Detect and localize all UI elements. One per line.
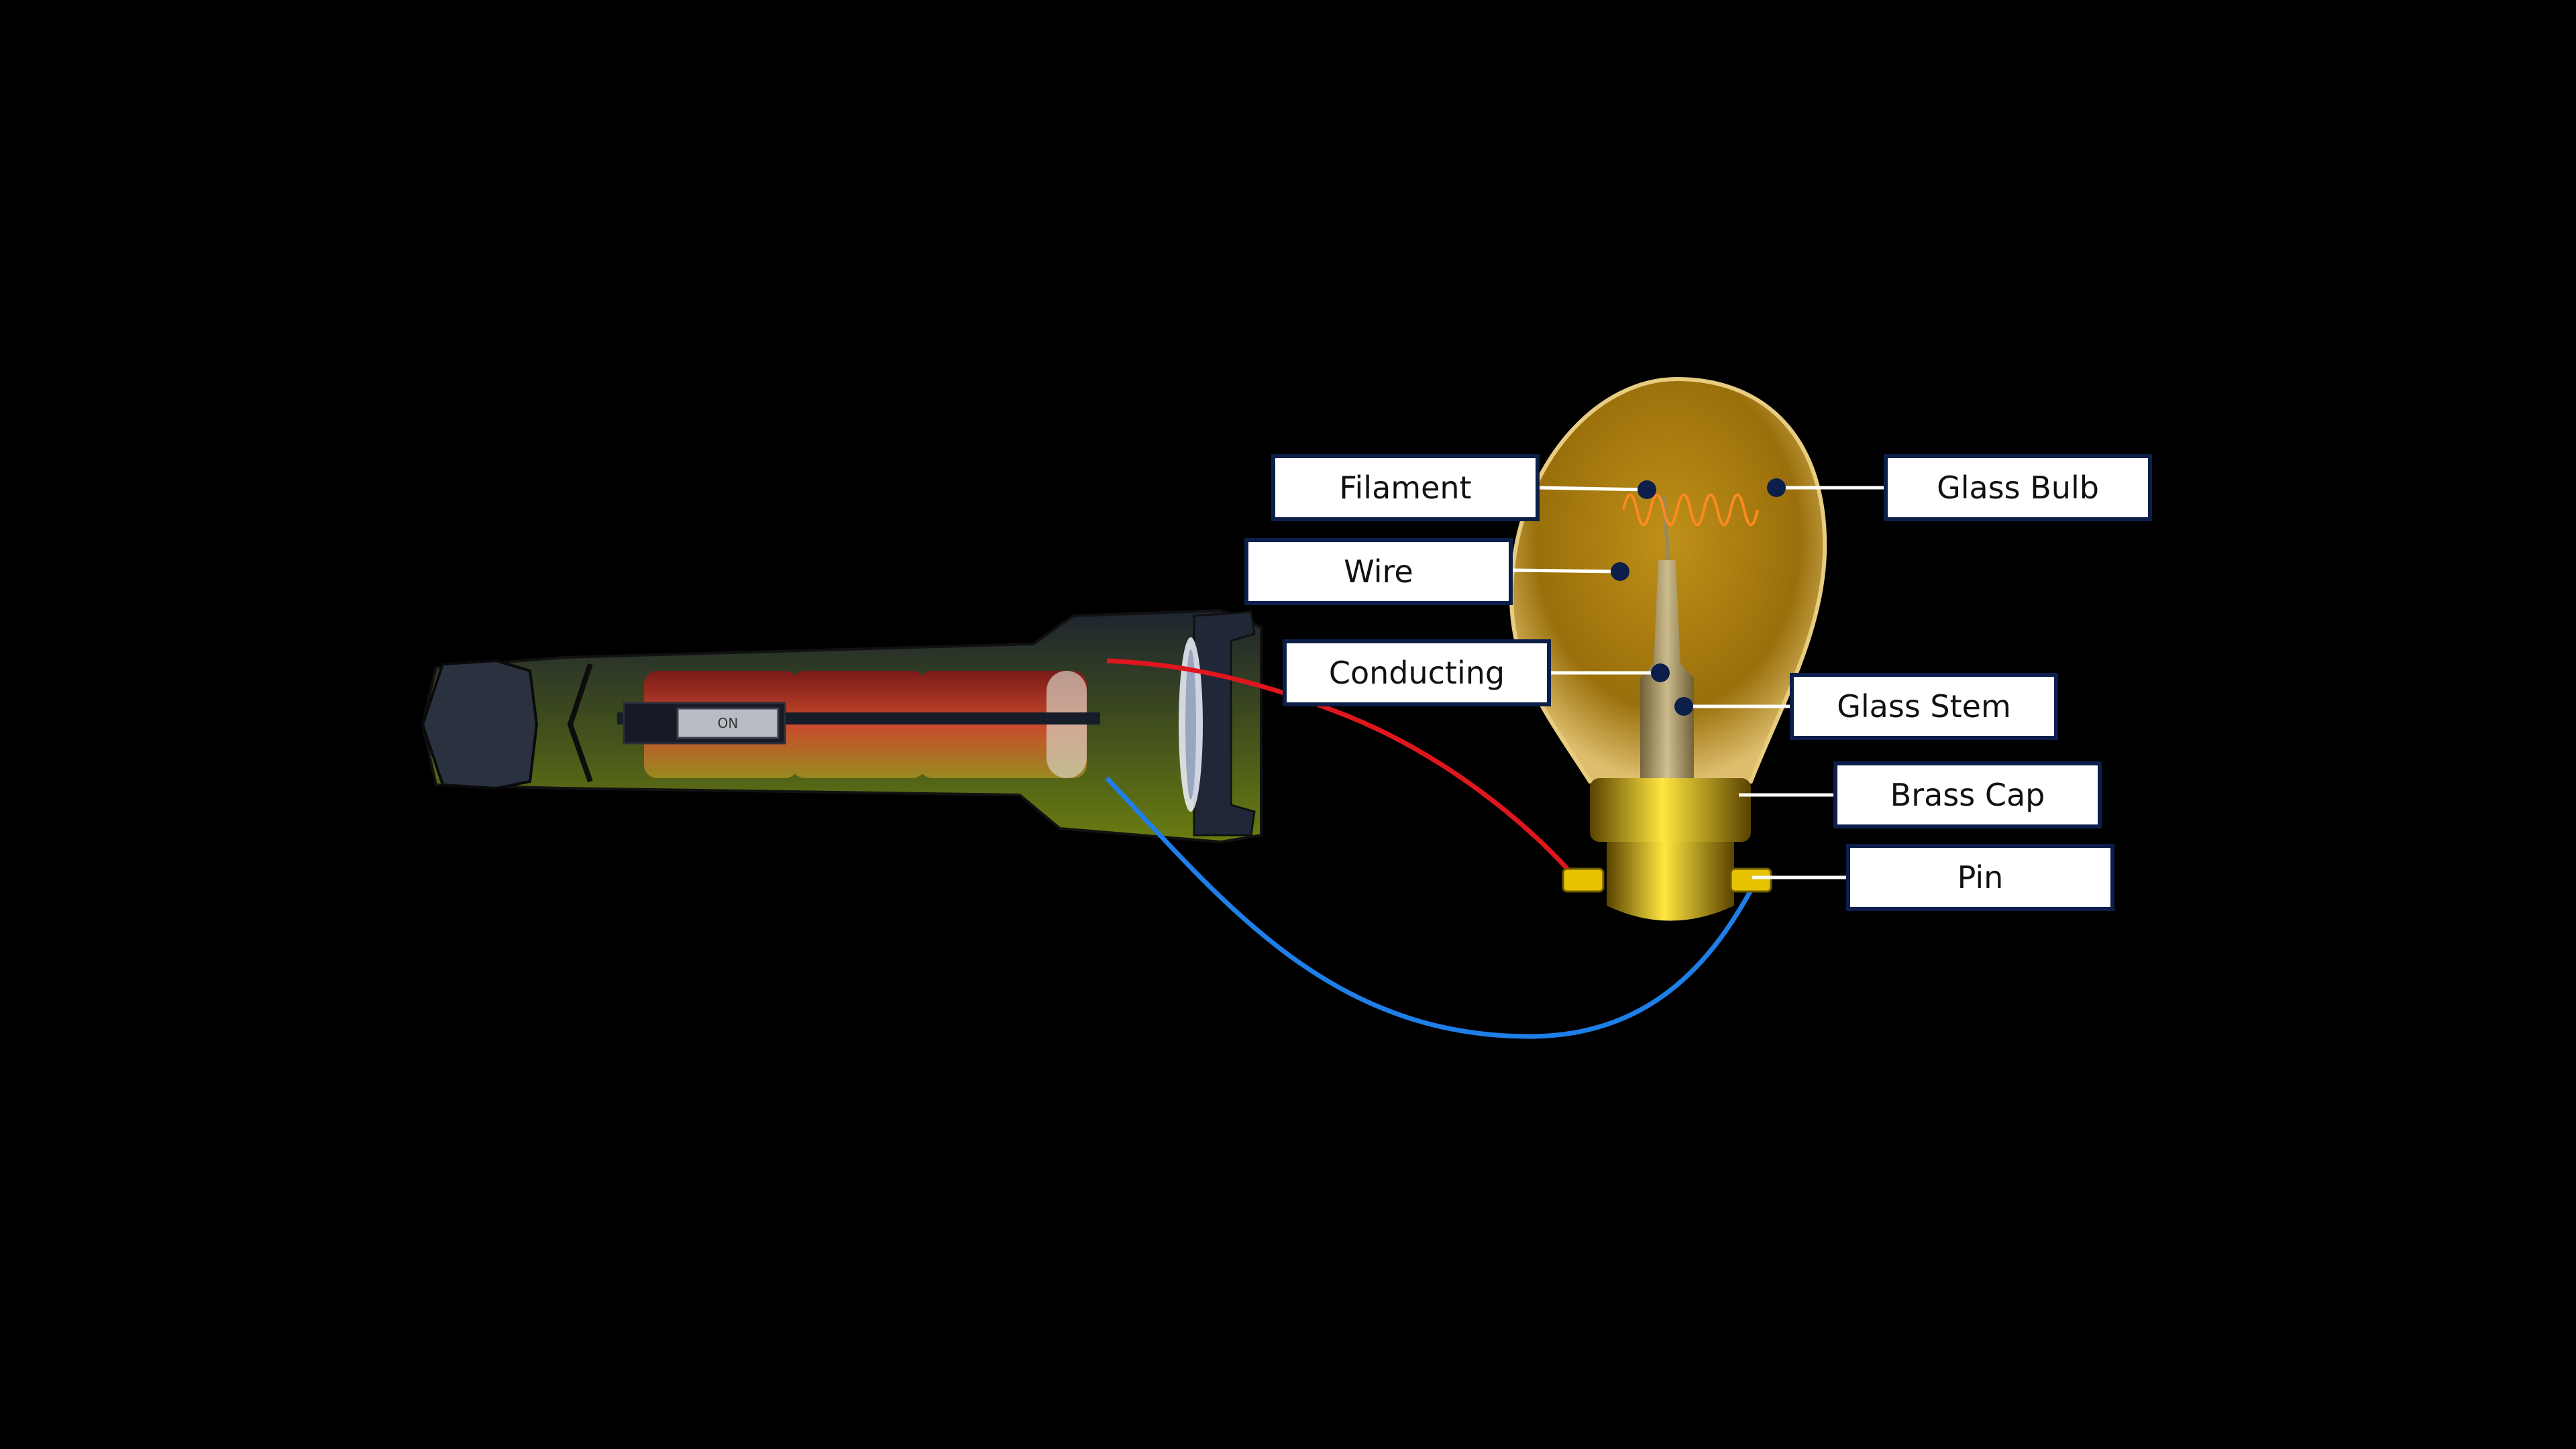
brass-cap: [1590, 778, 1751, 842]
label-wire: Wire: [1244, 538, 1513, 605]
leader-filament: [1539, 486, 1648, 492]
torch-tail-cap: [421, 659, 539, 790]
torch-lens: [1185, 649, 1196, 800]
switch-button: [676, 707, 780, 739]
torch-head: [1193, 610, 1256, 837]
label-filament: Filament: [1271, 454, 1540, 521]
pin-right: [1729, 867, 1772, 893]
marker-wire: [1611, 562, 1629, 581]
pin-left: [1562, 867, 1605, 893]
filament: [1622, 493, 1759, 527]
red-wire: [1106, 658, 1575, 877]
switch-text: ON: [718, 715, 739, 731]
marker-filament: [1638, 480, 1656, 499]
marker-conducting: [1651, 663, 1670, 682]
label-brass-cap: Brass Cap: [1833, 761, 2102, 828]
label-glass-stem: Glass Stem: [1790, 673, 2058, 740]
label-conducting: Conducting: [1283, 639, 1551, 706]
label-pin: Pin: [1846, 844, 2114, 911]
stem-support-wire: [1662, 496, 1670, 561]
marker-dots: [1611, 478, 1786, 716]
label-glass-bulb: Glass Bulb: [1884, 454, 2152, 521]
brass-cap-base: [1607, 842, 1734, 921]
torch-grip-line: [567, 663, 593, 783]
blue-wire: [1105, 776, 1757, 1039]
leader-lines: [1512, 486, 1884, 879]
marker-glass-bulb: [1767, 478, 1786, 497]
marker-glass-stem: [1674, 697, 1693, 716]
light-bulb: [1509, 376, 1827, 921]
leader-wire: [1512, 568, 1621, 574]
torch: ON: [421, 608, 1263, 844]
